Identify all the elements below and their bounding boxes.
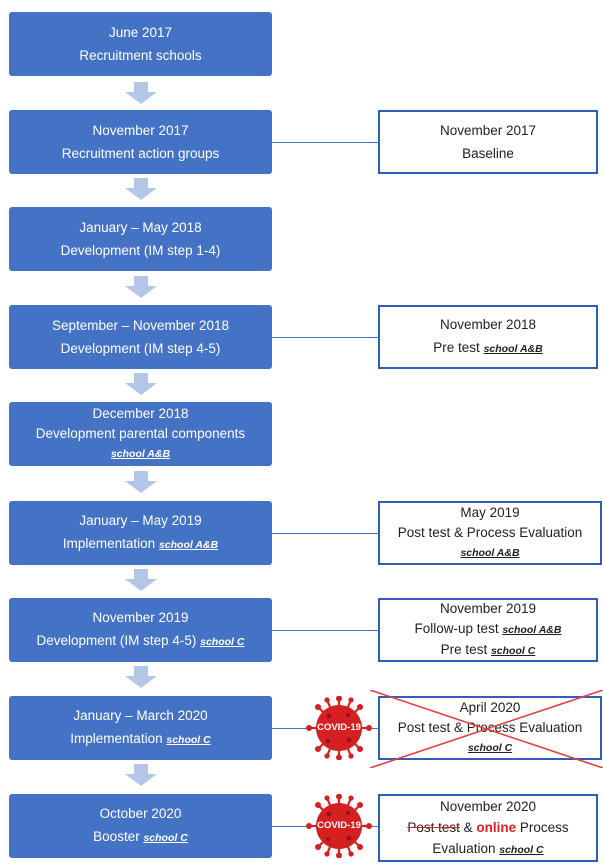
- covid-label: COVID-19: [317, 820, 361, 831]
- measurement-tag: school A&B: [483, 343, 543, 355]
- measurement-line-1: Follow-up test school A&B: [415, 619, 562, 640]
- step-title-line: Booster school C: [93, 825, 188, 850]
- step-date: December 2018: [92, 406, 189, 421]
- measurement-title: Post test & Process Evaluation: [397, 525, 583, 540]
- step-title: Development parental components: [35, 426, 246, 441]
- step-title: Recruitment schools: [79, 48, 202, 63]
- measurement-title: Evaluation: [432, 840, 496, 856]
- connector-line: [272, 533, 378, 534]
- covid-label: COVID-19: [317, 722, 361, 733]
- measurement-tag: school C: [499, 843, 544, 856]
- step-title: Booster: [93, 829, 140, 844]
- online-text: online: [476, 819, 517, 835]
- down-arrow-icon: [125, 764, 157, 786]
- step-title: Recruitment action groups: [61, 146, 220, 161]
- process-text: Process: [516, 819, 569, 835]
- measurement-title-line: Pre test school A&B: [433, 336, 542, 361]
- connector-line: [272, 337, 378, 338]
- step-october-2020: October 2020 Booster school C: [9, 794, 272, 858]
- measurement-tag: school C: [467, 742, 513, 754]
- step-tag: school C: [200, 636, 245, 648]
- amp-text: &: [459, 819, 477, 835]
- step-jan-mar-2020: January – March 2020 Implementation scho…: [9, 696, 272, 760]
- step-title-line: Implementation school A&B: [63, 532, 218, 557]
- down-arrow-icon: [125, 666, 157, 688]
- step-title: Implementation: [62, 536, 156, 551]
- step-date: January – March 2020: [73, 708, 208, 723]
- step-sep-nov-2018: September – November 2018 Development (I…: [9, 305, 272, 369]
- measurement-title: Follow-up test: [414, 621, 499, 636]
- step-title: Development (IM step 1-4): [60, 243, 221, 258]
- measurement-tag: school A&B: [460, 547, 520, 559]
- measurement-pretest: November 2018 Pre test school A&B: [378, 305, 598, 369]
- measurement-date: May 2019: [460, 505, 520, 520]
- measurement-line-2: Post test & online Process: [407, 817, 568, 838]
- connector-line: [272, 630, 378, 631]
- step-tag: school C: [143, 832, 188, 844]
- measurement-date: April 2020: [459, 700, 521, 715]
- step-tag: school A&B: [158, 539, 219, 551]
- step-date: November 2019: [92, 610, 189, 625]
- measurement-tag: school C: [490, 645, 536, 657]
- step-date: January – May 2019: [79, 513, 202, 528]
- measurement-date: November 2017: [439, 123, 537, 138]
- step-title: Development (IM step 4-5): [36, 633, 197, 648]
- step-date: January – May 2018: [79, 220, 202, 235]
- step-december-2018: December 2018 Development parental compo…: [9, 402, 272, 466]
- cancel-x-mark-icon: [370, 690, 603, 768]
- step-november-2019: November 2019 Development (IM step 4-5) …: [9, 598, 272, 662]
- step-date: September – November 2018: [51, 318, 230, 333]
- connector-line: [272, 142, 378, 143]
- step-tag: school A&B: [110, 448, 171, 460]
- measurement-baseline: November 2017 Baseline: [378, 110, 598, 174]
- step-title-line: Development (IM step 4-5) school C: [37, 629, 245, 654]
- step-tag: school C: [166, 734, 211, 746]
- measurement-tag: school A&B: [502, 624, 562, 636]
- down-arrow-icon: [125, 373, 157, 395]
- measurement-date: November 2020: [439, 798, 537, 814]
- measurement-november-2020: November 2020 Post test & online Process…: [378, 794, 598, 862]
- measurement-date: November 2018: [439, 317, 537, 332]
- step-date: November 2017: [92, 123, 189, 138]
- covid-virus-icon: [306, 696, 372, 760]
- struck-post-test: Post test: [407, 819, 460, 835]
- down-arrow-icon: [125, 82, 157, 104]
- measurement-line-2: Pre test school C: [440, 640, 536, 660]
- down-arrow-icon: [125, 276, 157, 298]
- step-jan-may-2018: January – May 2018 Development (IM step …: [9, 207, 272, 271]
- step-title-line: Implementation school C: [70, 727, 210, 752]
- step-june-2017: June 2017 Recruitment schools: [9, 12, 272, 76]
- measurement-may-2019: May 2019 Post test & Process Evaluation …: [378, 501, 602, 565]
- measurement-date: November 2019: [439, 601, 537, 616]
- step-jan-may-2019: January – May 2019 Implementation school…: [9, 501, 272, 565]
- measurement-title: Pre test: [440, 642, 488, 657]
- covid-virus-icon: [306, 794, 372, 858]
- measurement-title: Pre test: [433, 340, 480, 355]
- measurement-title: Baseline: [462, 146, 514, 161]
- measurement-november-2019: November 2019 Follow-up test school A&B …: [378, 598, 598, 662]
- step-november-2017: November 2017 Recruitment action groups: [9, 110, 272, 174]
- down-arrow-icon: [125, 471, 157, 493]
- step-title: Implementation: [70, 731, 163, 746]
- step-date: October 2020: [99, 806, 182, 821]
- measurement-line-3: Evaluation school C: [432, 838, 543, 861]
- down-arrow-icon: [125, 569, 157, 591]
- step-date: June 2017: [108, 25, 173, 40]
- down-arrow-icon: [125, 178, 157, 200]
- step-title: Development (IM step 4-5): [60, 341, 221, 356]
